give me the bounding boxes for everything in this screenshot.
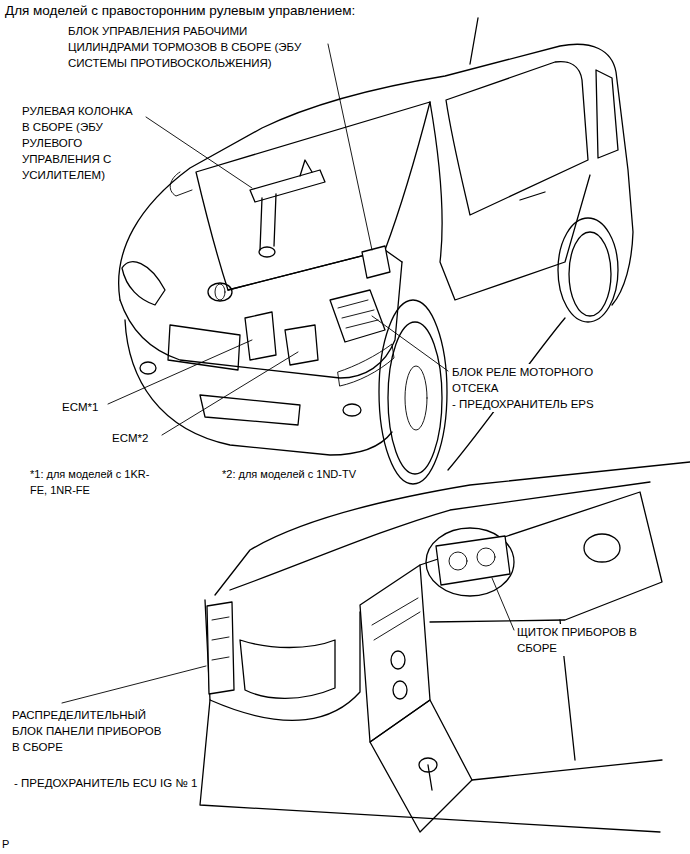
glove-box [240, 640, 335, 698]
part-label: ECM*2 [112, 430, 148, 446]
body-outline [119, 44, 633, 305]
footnote: *2: для моделей с 1ND-TV [222, 466, 356, 482]
relay-block [330, 290, 385, 342]
junction-block [212, 617, 229, 660]
steering-joint [259, 247, 275, 257]
part-label: ЩИТОК ПРИБОРОВ В СБОРЕ [517, 624, 657, 656]
steering-column [260, 160, 312, 250]
side-window [446, 62, 588, 215]
part-label: БЛОК РЕЛЕ МОТОРНОГО ОТСЕКА [452, 364, 607, 396]
antenna [470, 18, 478, 64]
heading: Для моделей с правосторонним рулевым упр… [5, 3, 355, 19]
gauge [477, 548, 495, 566]
instrument-cluster [436, 536, 510, 585]
part-label: ECM*1 [62, 399, 98, 415]
mirror [170, 172, 192, 196]
fog-lamp [343, 404, 361, 416]
headlight [338, 344, 394, 386]
steering-column [250, 170, 325, 202]
vent [584, 534, 620, 562]
door-outline [430, 102, 590, 300]
grille [200, 395, 300, 425]
gauge [449, 552, 467, 570]
vent [391, 651, 405, 669]
a-pillar [215, 462, 690, 595]
center-stack [360, 565, 430, 742]
page-mark: P [2, 836, 9, 852]
floor-line [200, 700, 660, 832]
dash-top [230, 482, 650, 590]
ecm-unit [285, 325, 318, 365]
door-handle [520, 192, 545, 200]
leader-line [62, 666, 206, 703]
vent [393, 681, 407, 699]
junction-block [207, 602, 234, 694]
relay-block [338, 300, 378, 328]
fuse-label: - ПРЕДОХРАНИТЕЛЬ ECU IG № 1 [14, 775, 197, 791]
leader-line [162, 352, 298, 435]
part-label: РАСПРЕДЕЛИТЕЛЬНЫЙ БЛОК ПАНЕЛИ ПРИБОРОВ В… [12, 707, 169, 755]
ecm-unit [245, 312, 276, 360]
brake-actuator [362, 246, 390, 278]
steering-wheel [426, 528, 514, 596]
center-console [370, 700, 472, 832]
logo [215, 284, 225, 300]
windshield [196, 102, 430, 290]
radio-slot [372, 598, 420, 640]
license-plate [168, 325, 240, 370]
part-label: РУЛЕВАЯ КОЛОНКА В СБОРЕ (ЭБУ РУЛЕВОГО УП… [22, 103, 143, 183]
fuse-label: - ПРЕДОХРАНИТЕЛЬ EPS [452, 396, 594, 412]
headlight [122, 262, 165, 305]
leader-line [372, 316, 448, 371]
footnote: *1: для моделей с 1KR-FE, 1NR-FE [30, 466, 155, 498]
dash-right [420, 492, 662, 622]
rear-wheel [569, 232, 611, 316]
gear-lever [428, 765, 432, 790]
wheel-hub [405, 366, 427, 430]
leader-line [492, 578, 514, 630]
leader-line [108, 340, 252, 404]
front-wheel-arch [379, 300, 447, 484]
rear-wheel-arch [558, 218, 618, 322]
fog-lamp [140, 362, 156, 374]
dash-face [205, 600, 360, 720]
front-face [120, 262, 402, 378]
part-label: БЛОК УПРАВЛЕНИЯ РАБОЧИМИ ЦИЛИНДРАМИ ТОРМ… [68, 23, 320, 71]
front-wheel [388, 322, 442, 474]
leader-line [146, 117, 252, 188]
floor-line [472, 620, 662, 780]
rear-window [596, 70, 618, 158]
leader-line [328, 44, 372, 250]
logo [208, 283, 232, 301]
